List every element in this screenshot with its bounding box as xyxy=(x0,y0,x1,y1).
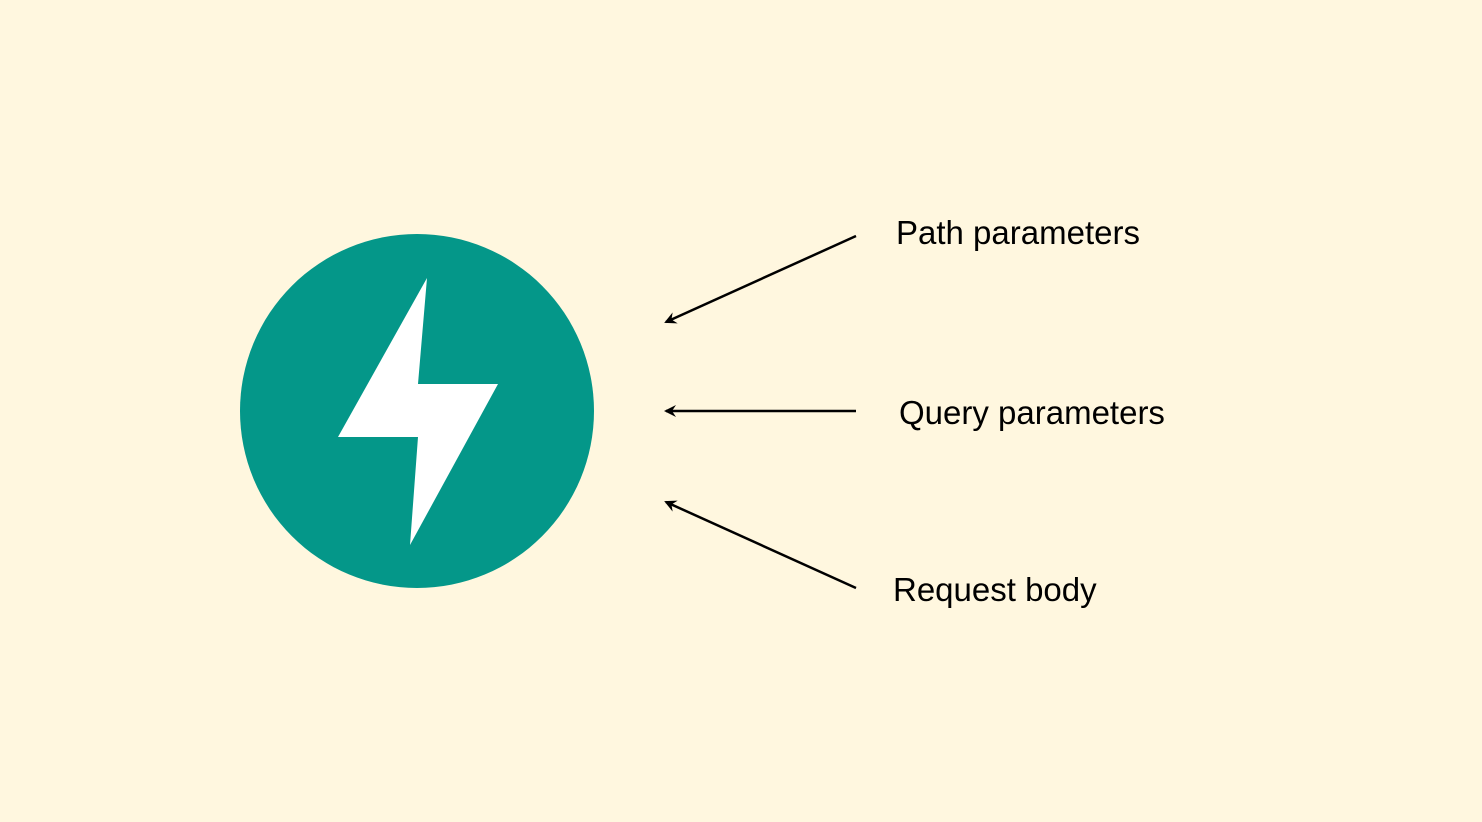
fastapi-logo xyxy=(240,234,594,588)
lightning-bolt-icon xyxy=(338,278,498,545)
arrow-request-body xyxy=(664,500,857,590)
label-request-body: Request body xyxy=(893,571,1097,608)
arrow-path-parameters xyxy=(664,234,857,324)
label-query-parameters: Query parameters xyxy=(899,394,1165,431)
label-path-parameters: Path parameters xyxy=(896,214,1140,251)
